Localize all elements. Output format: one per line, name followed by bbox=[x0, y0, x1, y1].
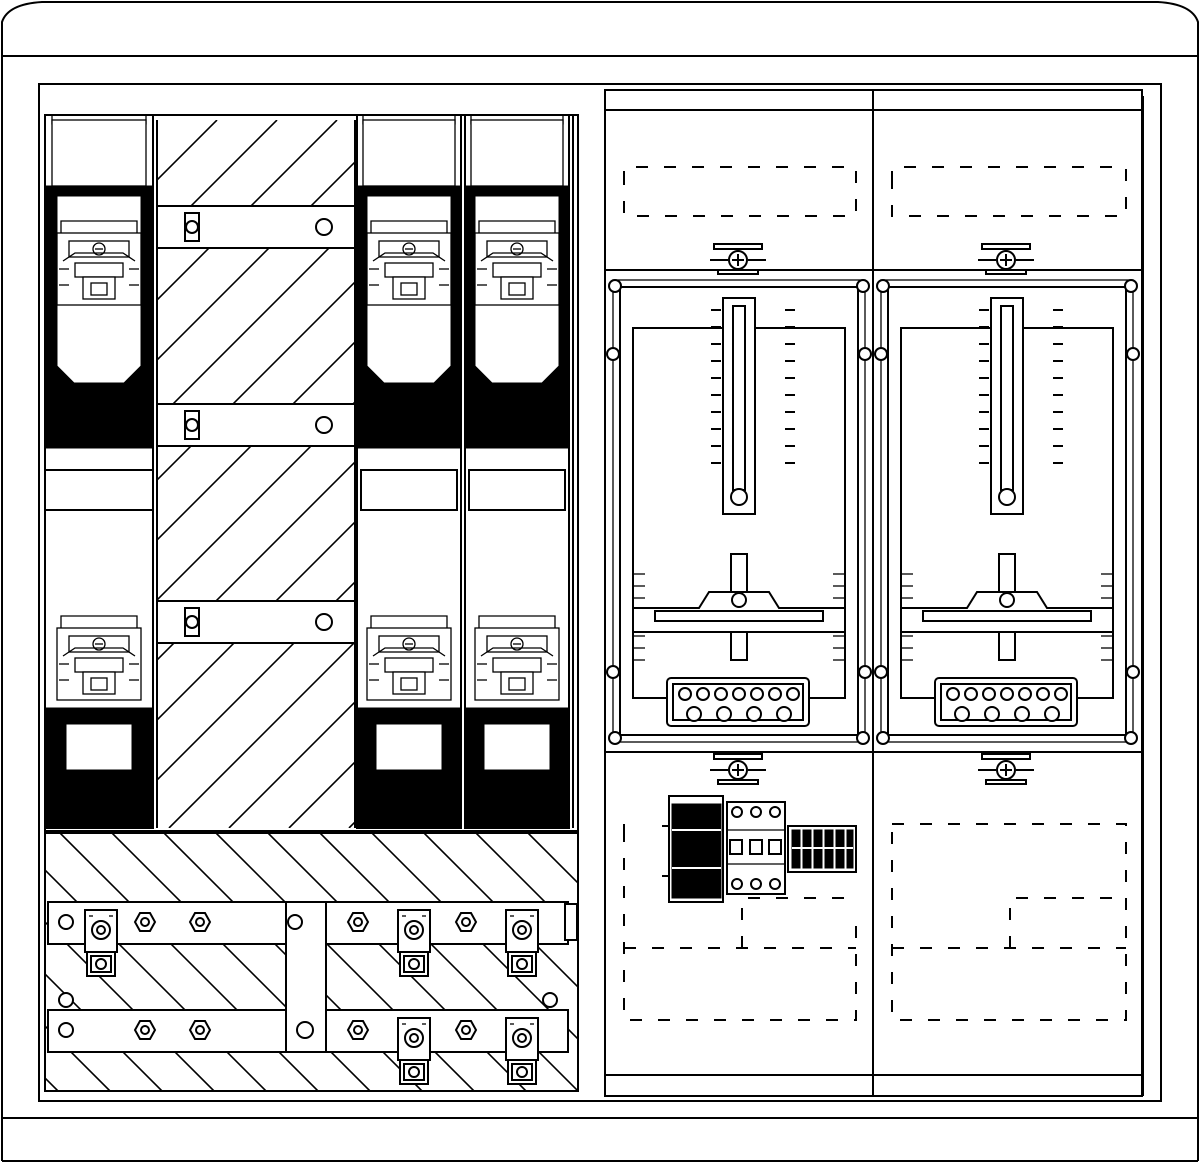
terminal-block bbox=[787, 825, 857, 873]
meter-field-1 bbox=[606, 279, 872, 745]
meter-field-2 bbox=[874, 279, 1140, 745]
busbar-terminal-3 bbox=[505, 909, 539, 977]
fuse-switch-3 bbox=[464, 114, 570, 829]
busbar-terminal-4 bbox=[397, 1017, 431, 1085]
upper-connection-space-right bbox=[891, 166, 1127, 275]
fuse-compartment bbox=[44, 114, 579, 832]
busbar-l3 bbox=[156, 600, 356, 644]
apparatus-field-left bbox=[623, 753, 857, 1021]
fuse-switch-1 bbox=[44, 114, 154, 829]
busbar-terminal-5 bbox=[505, 1017, 539, 1085]
busbar-terminal-1 bbox=[84, 909, 118, 977]
upper-connection-space-left bbox=[623, 166, 857, 275]
busbar-l2 bbox=[156, 403, 356, 447]
fuse-switch-2 bbox=[356, 114, 462, 829]
surge-protector bbox=[662, 795, 724, 903]
busbar-terminal-2 bbox=[397, 909, 431, 977]
apparatus-field-right bbox=[891, 753, 1127, 1021]
busbar-l1 bbox=[156, 205, 356, 249]
meter-section bbox=[604, 89, 1143, 1097]
busbar-connection-compartment bbox=[44, 832, 579, 1092]
circuit-breaker-3p bbox=[726, 801, 786, 895]
